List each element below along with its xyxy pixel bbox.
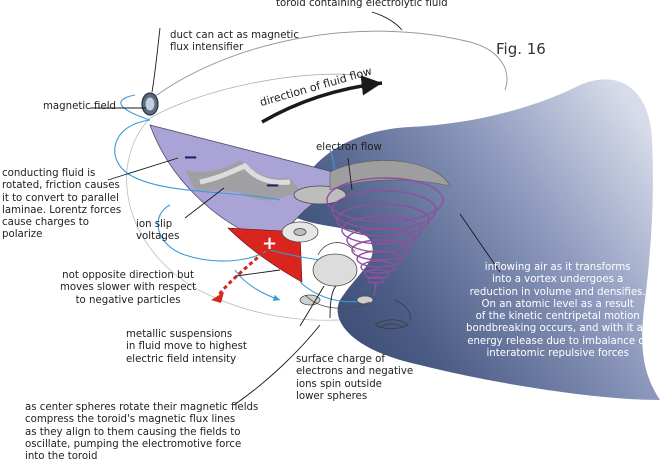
label-not-opposite: not opposite direction but moves slower …	[60, 270, 197, 306]
toroid-outline-lower	[126, 117, 401, 321]
positive-wedge	[227, 227, 303, 283]
flow-arrow	[261, 75, 383, 124]
label-metallic: metallic suspensions in fluid move to hi…	[126, 329, 247, 365]
leader-lines	[90, 11, 501, 406]
label-center-spheres: as center spheres rotate their magnetic …	[25, 402, 259, 463]
negative-mark-1: −	[183, 147, 199, 168]
slow-arrow	[216, 246, 270, 297]
positive-mark: +	[262, 233, 278, 254]
label-conducting-fluid: conducting fluid is rotated, friction ca…	[2, 168, 122, 241]
label-ion-slip: ion slip voltages	[136, 219, 180, 243]
gray-band	[185, 160, 300, 201]
label-inflowing-air: inflowing air as it transforms into a vo…	[466, 262, 650, 360]
light-band	[199, 163, 291, 185]
air-wave	[290, 79, 660, 401]
magnetic-field-lines	[114, 94, 371, 303]
label-magnetic-field: magnetic field	[43, 101, 117, 112]
label-electron-flow: electron flow	[316, 142, 382, 153]
label-surface-charge: surface charge of electrons and negative…	[296, 354, 414, 402]
duct-pointer	[151, 27, 161, 93]
negative-mark-2: −	[265, 175, 281, 196]
label-duct: duct can act as magnetic flux intensifie…	[170, 30, 299, 54]
swirl-marks	[374, 299, 411, 330]
figure-label: Fig. 16	[496, 40, 546, 58]
toroid-outline-outer	[149, 30, 508, 101]
gray-arc	[329, 160, 451, 191]
label-toroid: toroid containing electrolytic fluid	[276, 0, 448, 9]
vortex	[326, 177, 444, 297]
toroid-outline-inner	[149, 73, 361, 119]
